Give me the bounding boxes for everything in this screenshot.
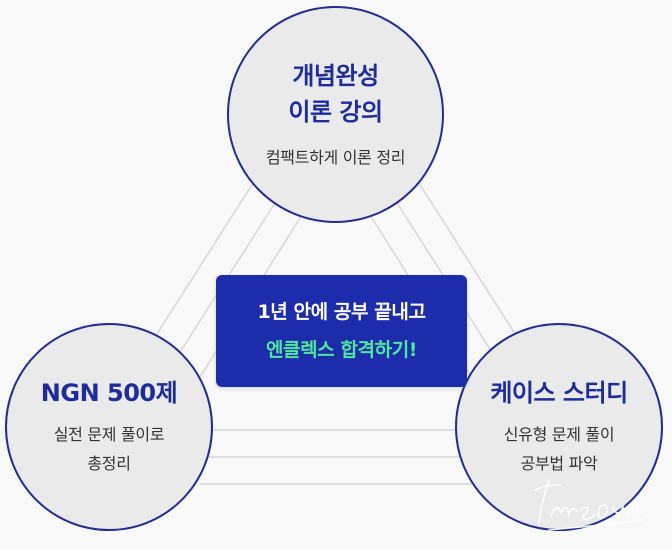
node-subtitle-line: 총정리 — [87, 454, 131, 473]
node-subtitle: 실전 문제 풀이로 총정리 — [54, 420, 165, 478]
connector-line-left-1 — [149, 179, 256, 346]
center-goal-text: 1년 안에 공부 끝내고 — [257, 301, 426, 323]
node-title: 이론 강의 — [288, 98, 383, 126]
node-subtitle: 컴팩트하게 이론 정리 — [265, 148, 406, 167]
connector-line-right-1 — [416, 179, 523, 346]
node-title: 케이스 스터디 — [490, 379, 628, 407]
node-subtitle-line: 공부법 파악 — [520, 454, 598, 473]
node-case-study: 케이스 스터디 신유형 문제 풀이 공부법 파악 — [455, 323, 663, 531]
node-ngn-500: NGN 500제 실전 문제 풀이로 총정리 — [5, 323, 213, 531]
node-subtitle: 신유형 문제 풀이 공부법 파악 — [504, 420, 615, 478]
node-subtitle-line: 신유형 문제 풀이 — [503, 425, 615, 444]
center-goal-highlight: 엔클렉스 합격하기! — [265, 339, 418, 361]
node-concept-lecture: 개념완성 이론 강의 컴팩트하게 이론 정리 — [227, 6, 444, 223]
node-title: 개념완성 — [292, 62, 379, 90]
node-subtitle-line: 실전 문제 풀이로 — [53, 425, 165, 444]
center-goal-box: 1년 안에 공부 끝내고 엔클렉스 합격하기! — [216, 275, 467, 387]
node-title: NGN 500제 — [40, 379, 178, 407]
